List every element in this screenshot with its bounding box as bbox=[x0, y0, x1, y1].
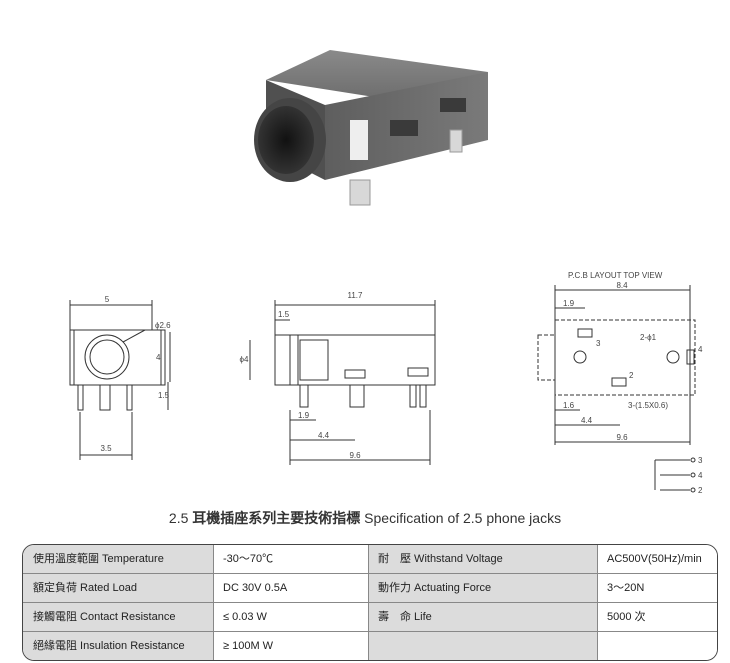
schematic-3: 3 bbox=[698, 456, 703, 465]
table-divider bbox=[23, 631, 717, 632]
pcb-dim-1-6: 1.6 bbox=[563, 401, 575, 410]
pcb-dim-9-6: 9.6 bbox=[616, 433, 628, 442]
dim-length-11-7: 11.7 bbox=[348, 291, 364, 300]
spec-title-number: 2.5 bbox=[168, 510, 189, 526]
table-row: 額定負荷 Rated Load DC 30V 0.5A 動作力 Actuatin… bbox=[23, 574, 717, 602]
schematic-2: 2 bbox=[698, 486, 703, 495]
phone-jack-photo bbox=[254, 50, 488, 206]
pcb-slots: 3-(1.5X0.6) bbox=[628, 401, 668, 410]
table-divider bbox=[368, 545, 369, 660]
pcb-dim-4-4: 4.4 bbox=[581, 416, 593, 425]
technical-drawings: 5 ϕ2.6 4 1.5 3.5 11.7 1.5 ϕ4 1.9 4.4 9.6… bbox=[69, 271, 703, 495]
spec-label: 耐 壓 Withstand Voltage bbox=[368, 545, 597, 573]
dim-pin-3-5: 3.5 bbox=[100, 444, 112, 453]
dim-height-1-5: 1.5 bbox=[158, 391, 170, 400]
spec-label: 動作力 Actuating Force bbox=[368, 574, 597, 602]
dim-pin-1-9: 1.9 bbox=[298, 411, 310, 420]
pcb-header: P.C.B LAYOUT TOP VIEW bbox=[568, 271, 663, 280]
table-divider bbox=[23, 602, 717, 603]
dim-offset-1-5: 1.5 bbox=[278, 310, 290, 319]
spec-label bbox=[368, 632, 597, 660]
table-row: 使用溫度範圍 Temperature -30～70℃ 耐 壓 Withstand… bbox=[23, 545, 717, 573]
pcb-holes: 2-ϕ1 bbox=[640, 333, 657, 342]
pcb-dim-1-9: 1.9 bbox=[563, 299, 575, 308]
dim-height-4: 4 bbox=[156, 353, 161, 362]
dim-pin-9-6: 9.6 bbox=[349, 451, 361, 460]
spec-value: AC500V(50Hz)/min bbox=[597, 545, 717, 573]
spec-label: 接觸電阻 Contact Resistance bbox=[23, 603, 213, 631]
table-divider bbox=[597, 545, 598, 660]
table-row: 接觸電阻 Contact Resistance ≤ 0.03 W 壽 命 Lif… bbox=[23, 603, 717, 631]
spec-value: ≥ 100M W bbox=[213, 632, 368, 660]
spec-label: 壽 命 Life bbox=[368, 603, 597, 631]
pcb-pad-2: 2 bbox=[629, 371, 634, 380]
pcb-pad-4: 4 bbox=[698, 345, 703, 354]
spec-title-en: Specification of 2.5 phone jacks bbox=[364, 510, 562, 526]
spec-value: ≤ 0.03 W bbox=[213, 603, 368, 631]
spec-title: 2.5 耳機插座系列主要技術指標 Specification of 2.5 ph… bbox=[0, 508, 730, 528]
spec-label: 使用溫度範圍 Temperature bbox=[23, 545, 213, 573]
spec-value: -30～70℃ bbox=[213, 545, 368, 573]
spec-value: 3～20N bbox=[597, 574, 717, 602]
table-row: 絕緣電阻 Insulation Resistance ≥ 100M W bbox=[23, 632, 717, 660]
spec-value: 5000 次 bbox=[597, 603, 717, 631]
dim-side-diameter-4: ϕ4 bbox=[240, 355, 249, 364]
dim-width-5: 5 bbox=[105, 295, 110, 304]
spec-title-zh: 耳機插座系列主要技術指標 bbox=[192, 511, 361, 527]
spec-value bbox=[597, 632, 717, 660]
spec-label: 額定負荷 Rated Load bbox=[23, 574, 213, 602]
spec-table: 使用溫度範圍 Temperature -30～70℃ 耐 壓 Withstand… bbox=[22, 544, 718, 661]
pcb-pad-3: 3 bbox=[596, 339, 601, 348]
spec-value: DC 30V 0.5A bbox=[213, 574, 368, 602]
schematic-4: 4 bbox=[698, 471, 703, 480]
table-divider bbox=[213, 545, 214, 660]
dim-pin-4-4: 4.4 bbox=[318, 431, 330, 440]
pcb-dim-8-4: 8.4 bbox=[616, 281, 628, 290]
table-divider bbox=[23, 573, 717, 574]
spec-label: 絕緣電阻 Insulation Resistance bbox=[23, 632, 213, 660]
dim-diameter-2-6: ϕ2.6 bbox=[155, 321, 171, 330]
